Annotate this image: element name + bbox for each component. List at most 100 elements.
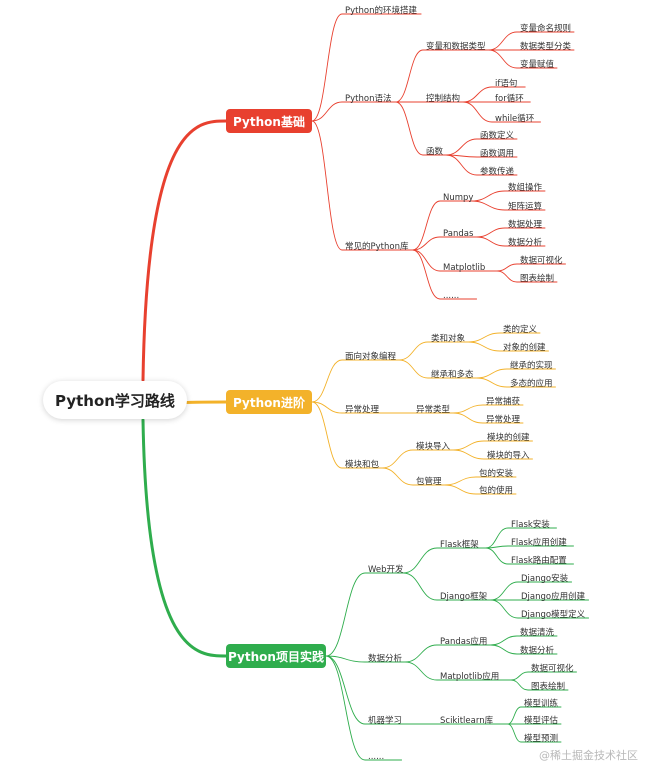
topic-3-2[interactable]: 数据分析 (368, 654, 403, 664)
leaf-2-3-1-2[interactable]: 模块的导入 (487, 451, 530, 461)
leaf-1-2-2-1[interactable]: if语句 (495, 79, 518, 89)
connector-l3-3-1-1-3 (485, 547, 574, 565)
subtopic-3-2-2[interactable]: Matplotlib应用 (440, 672, 500, 682)
topic-2-1[interactable]: 面向对象编程 (345, 352, 397, 362)
leaf-1-2-1-1[interactable]: 变量命名规则 (520, 24, 572, 34)
connector-root-branch-3 (141, 418, 228, 658)
leaf-2-1-1-1[interactable]: 类的定义 (503, 325, 538, 335)
leaf-2-1-2-1[interactable]: 继承的实现 (510, 361, 553, 371)
connector-l2-2-1-1 (398, 341, 469, 361)
branch-node-1[interactable]: Python基础 (226, 109, 312, 133)
topic-2-3[interactable]: 模块和包 (345, 460, 380, 470)
leaf-2-1-2-2[interactable]: 多态的应用 (510, 379, 553, 389)
connector-l3-1-2-3-3 (445, 154, 518, 176)
connector-l2-1-3-1 (412, 200, 472, 251)
topic-1-3[interactable]: 常见的Python库 (345, 242, 409, 252)
leaf-1-3-2-2[interactable]: 数据分析 (508, 238, 543, 248)
leaf-1-2-3-3[interactable]: 参数传递 (480, 167, 515, 177)
subtopic-3-1-2[interactable]: Django框架 (440, 592, 488, 602)
connector-l1-1-3 (311, 120, 414, 251)
branch-node-2[interactable]: Python进阶 (226, 390, 312, 414)
topic-3-1[interactable]: Web开发 (368, 565, 404, 575)
leaf-2-2-1-2[interactable]: 异常处理 (486, 415, 521, 425)
leaf-1-3-3-1[interactable]: 数据可视化 (520, 256, 563, 266)
connector-l3-3-2-2-2 (510, 679, 569, 691)
subtopic-3-3-1[interactable]: Scikitlearn库 (440, 716, 494, 726)
connector-l3-2-1-2-1 (476, 368, 556, 379)
leaf-1-2-3-2[interactable]: 函数调用 (480, 149, 515, 159)
leaf-3-1-1-3[interactable]: Flask路由配置 (511, 556, 567, 566)
leaf-3-1-2-3[interactable]: Django模型定义 (521, 610, 586, 620)
leaf-3-2-2-1[interactable]: 数据可视化 (531, 664, 574, 674)
connector-l3-3-3-1-3 (507, 723, 562, 743)
subtopic-2-2-1[interactable]: 异常类型 (416, 405, 451, 415)
connector-l3-2-1-2-2 (476, 377, 556, 388)
connector-l1-2-3 (311, 401, 383, 469)
connector-l3-2-2-1-1 (452, 404, 524, 414)
leaf-1-3-2-1[interactable]: 数据处理 (508, 220, 543, 230)
leaf-3-3-1-2[interactable]: 模型评估 (524, 716, 559, 726)
topic-1-1[interactable]: Python的环境搭建 (345, 6, 417, 16)
leaf-2-3-2-2[interactable]: 包的使用 (479, 486, 514, 496)
topic-3-4[interactable]: ...... (368, 752, 385, 762)
topic-3-3[interactable]: 机器学习 (368, 716, 403, 726)
subtopic-1-3-4[interactable]: ...... (443, 291, 460, 301)
connector-l2-1-2-1 (395, 49, 489, 103)
subtopic-1-3-1[interactable]: Numpy (443, 193, 474, 203)
leaf-3-3-1-3[interactable]: 模型预测 (524, 734, 559, 744)
branch-node-3[interactable]: Python项目实践 (226, 644, 326, 668)
leaf-3-1-1-1[interactable]: Flask安装 (511, 520, 550, 530)
subtopic-1-2-2[interactable]: 控制结构 (426, 94, 461, 104)
leaf-1-3-3-2[interactable]: 图表绘制 (520, 274, 555, 284)
leaf-1-2-1-3[interactable]: 变量赋值 (520, 60, 555, 70)
connector-l3-1-3-2-1 (476, 227, 546, 238)
leaf-2-2-1-1[interactable]: 异常捕获 (486, 397, 521, 407)
leaf-3-2-1-2[interactable]: 数据分析 (520, 646, 555, 656)
subtopic-2-1-1[interactable]: 类和对象 (431, 334, 466, 344)
connector-l2-3-2-1 (404, 644, 492, 663)
leaf-3-1-2-1[interactable]: Django安装 (521, 574, 569, 584)
subtopic-2-1-2[interactable]: 继承和多态 (431, 370, 474, 380)
connector-l3-2-1-1-1 (467, 332, 541, 343)
connector-l3-3-1-1-2 (485, 545, 574, 549)
subtopic-1-3-3[interactable]: Matplotlib (443, 263, 486, 273)
subtopic-3-2-1[interactable]: Pandas应用 (440, 637, 488, 647)
leaf-1-2-3-1[interactable]: 函数定义 (480, 131, 515, 141)
subtopic-1-3-2[interactable]: Pandas (443, 229, 474, 239)
connector-l2-1-3-2 (412, 236, 478, 251)
leaf-3-2-2-2[interactable]: 图表绘制 (531, 682, 566, 692)
subtopic-2-3-2[interactable]: 包管理 (416, 477, 442, 487)
leaf-1-2-1-2[interactable]: 数据类型分类 (520, 42, 572, 52)
connector-l3-2-3-1-1 (452, 440, 533, 451)
connector-l2-3-1-2 (402, 572, 492, 601)
root-node[interactable]: Python学习路线 (43, 381, 187, 419)
leaf-2-1-1-2[interactable]: 对象的创建 (503, 343, 546, 353)
connector-l2-1-3-3 (412, 249, 498, 272)
connector-l2-3-2-2 (404, 661, 512, 681)
topic-1-2[interactable]: Python语法 (345, 94, 392, 104)
leaf-1-2-2-3[interactable]: while循环 (495, 114, 535, 124)
connector-l2-1-2-3 (395, 101, 447, 156)
leaf-1-3-1-2[interactable]: 矩阵运算 (508, 202, 543, 212)
leaf-2-3-1-1[interactable]: 模块的创建 (487, 433, 530, 443)
leaf-3-3-1-1[interactable]: 模型训练 (524, 699, 559, 709)
connector-l3-3-1-2-1 (490, 581, 573, 601)
leaf-1-2-2-2[interactable]: for循环 (495, 94, 524, 104)
connector-l3-1-3-1-2 (471, 200, 546, 211)
leaf-1-3-1-1[interactable]: 数组操作 (508, 183, 543, 193)
topic-2-2[interactable]: 异常处理 (345, 405, 380, 415)
connector-l3-1-3-3-2 (496, 270, 558, 283)
connector-l1-3-4 (325, 655, 403, 761)
connector-l3-3-2-1-1 (490, 635, 558, 646)
subtopic-3-1-1[interactable]: Flask框架 (440, 540, 479, 550)
connector-l3-1-2-3-2 (445, 154, 518, 158)
subtopic-1-2-1[interactable]: 变量和数据类型 (426, 42, 486, 52)
subtopic-1-2-3[interactable]: 函数 (426, 147, 444, 157)
leaf-2-3-2-1[interactable]: 包的安装 (479, 469, 514, 479)
leaf-3-1-2-2[interactable]: Django应用创建 (521, 592, 586, 602)
leaf-3-1-1-2[interactable]: Flask应用创建 (511, 538, 567, 548)
leaf-3-2-1-1[interactable]: 数据清洗 (520, 628, 555, 638)
subtopic-2-3-1[interactable]: 模块导入 (416, 442, 451, 452)
connector-l1-3-1 (325, 572, 404, 657)
